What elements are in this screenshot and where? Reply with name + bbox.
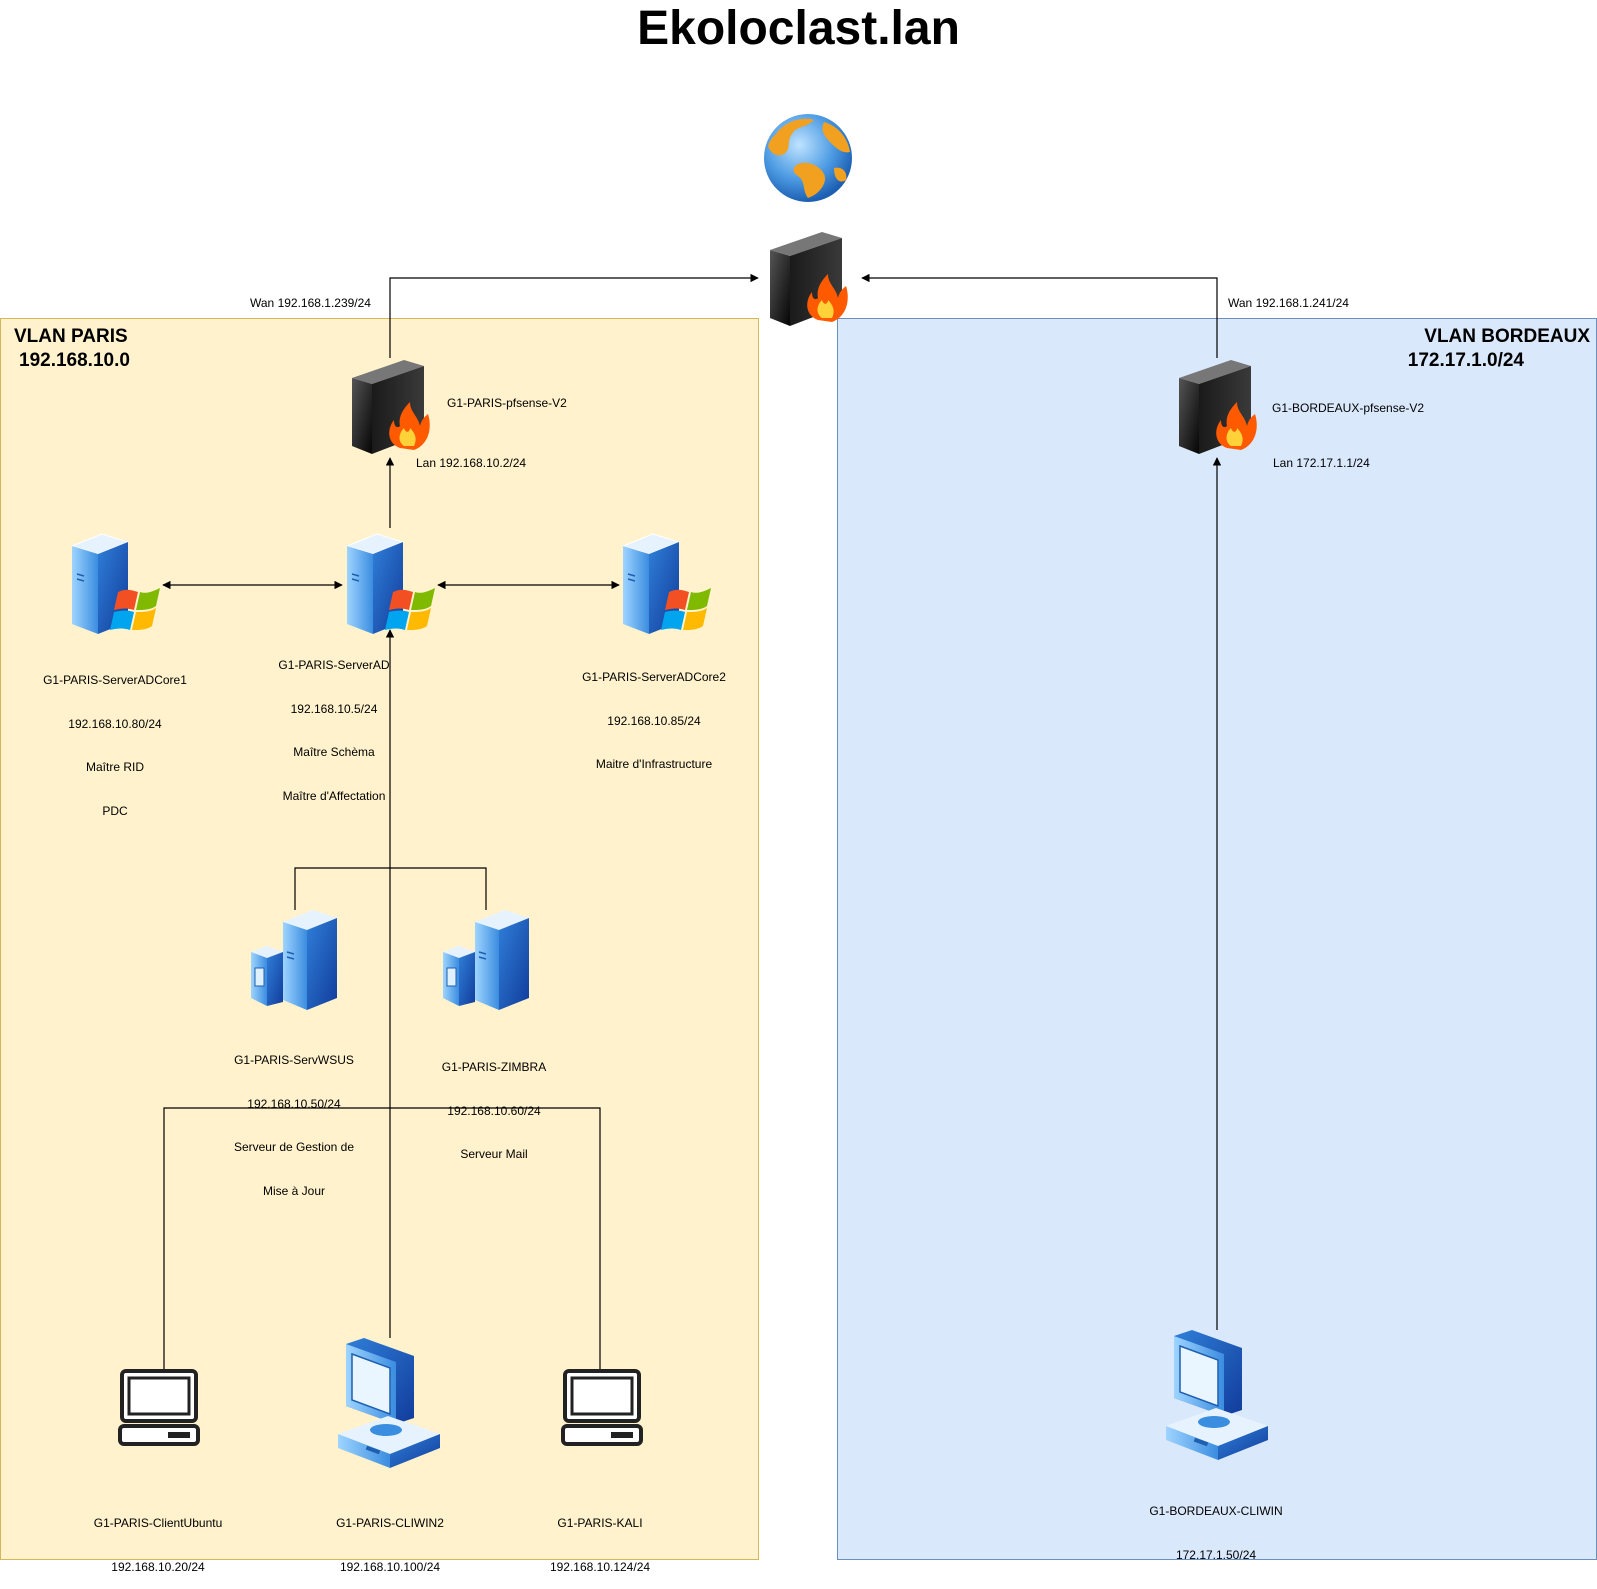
zimbra-label: G1-PARIS-ZIMBRA 192.168.10.60/24 Serveur… xyxy=(442,1031,546,1176)
vlan-bordeaux-subnet: 172.17.1.0/24 xyxy=(1407,350,1524,371)
kali-label: G1-PARIS-KALI 192.168.10.124/24 xyxy=(550,1487,650,1589)
adcore1-ip: 192.168.10.80/24 xyxy=(68,716,162,731)
kali-name: G1-PARIS-KALI xyxy=(557,1516,643,1530)
laptop-icon xyxy=(561,1369,643,1446)
serverad-name: G1-PARIS-ServerAD xyxy=(278,658,390,672)
cliwin2-name: G1-PARIS-CLIWIN2 xyxy=(336,1516,444,1530)
adcore1-role1: Maître RID xyxy=(85,760,145,774)
wsus-name: G1-PARIS-ServWSUS xyxy=(234,1053,354,1067)
windows-server-icon xyxy=(70,533,160,634)
wsus-role2: Mise à Jour xyxy=(262,1183,326,1198)
windows-server-icon xyxy=(345,533,435,634)
workstation-icon xyxy=(338,1338,440,1468)
zimbra-role1: Serveur Mail xyxy=(460,1147,528,1161)
firewall-icon xyxy=(770,232,848,326)
vlan-paris-subnet: 192.168.10.0 xyxy=(19,350,130,371)
firewall-icon xyxy=(1179,360,1257,454)
cliwin2-label: G1-PARIS-CLIWIN2 192.168.10.100/24 xyxy=(336,1487,444,1589)
link-paris-wan xyxy=(389,273,759,358)
adcore1-label: G1-PARIS-ServerADCore1 192.168.10.80/24 … xyxy=(43,644,187,833)
serverad-role1: Maître Schèma xyxy=(293,745,375,759)
adcore2-ip: 192.168.10.85/24 xyxy=(607,713,701,728)
bordeaux-cliwin-ip: 172.17.1.50/24 xyxy=(1175,1547,1257,1562)
serverad-ip: 192.168.10.5/24 xyxy=(290,701,378,716)
wsus-ip: 192.168.10.50/24 xyxy=(247,1096,341,1111)
serverad-role2: Maître d'Affectation xyxy=(282,788,386,803)
adcore1-role2: PDC xyxy=(102,803,128,818)
paris-lan-label: Lan 192.168.10.2/24 xyxy=(416,456,527,470)
laptop-icon xyxy=(118,1369,200,1446)
adcore1-name: G1-PARIS-ServerADCore1 xyxy=(43,673,187,687)
adcore2-name: G1-PARIS-ServerADCore2 xyxy=(582,670,726,684)
firewall-icon xyxy=(352,360,430,454)
server-icon xyxy=(251,910,337,1010)
kali-ip: 192.168.10.124/24 xyxy=(549,1559,651,1574)
link-ubuntu-branch xyxy=(163,1107,601,1370)
zimbra-ip: 192.168.10.60/24 xyxy=(447,1103,541,1118)
wsus-role1: Serveur de Gestion de xyxy=(233,1140,355,1154)
bordeaux-wan-label: Wan 192.168.1.241/24 xyxy=(1228,296,1349,310)
paris-pfsense-label: G1-PARIS-pfsense-V2 xyxy=(447,396,567,410)
cliwin2-ip: 192.168.10.100/24 xyxy=(339,1559,441,1574)
paris-wan-label: Wan 192.168.1.239/24 xyxy=(250,296,371,310)
bordeaux-pfsense-label: G1-BORDEAUX-pfsense-V2 xyxy=(1272,401,1425,415)
windows-server-icon xyxy=(621,533,711,634)
workstation-icon xyxy=(1166,1330,1268,1460)
vlan-bordeaux-title: VLAN BORDEAUX xyxy=(1424,326,1590,347)
wsus-label: G1-PARIS-ServWSUS 192.168.10.50/24 Serve… xyxy=(234,1024,354,1213)
ubuntu-name: G1-PARIS-ClientUbuntu xyxy=(93,1516,223,1530)
bordeaux-cliwin-name: G1-BORDEAUX-CLIWIN xyxy=(1149,1504,1283,1518)
bordeaux-lan-label: Lan 172.17.1.1/24 xyxy=(1273,456,1370,470)
serverad-label: G1-PARIS-ServerAD 192.168.10.5/24 Maître… xyxy=(278,629,389,818)
link-wsus-branch xyxy=(294,867,487,910)
ubuntu-label: G1-PARIS-ClientUbuntu 192.168.10.20/24 xyxy=(94,1487,223,1589)
bordeaux-cliwin-label: G1-BORDEAUX-CLIWIN 172.17.1.50/24 xyxy=(1149,1475,1282,1577)
ubuntu-ip: 192.168.10.20/24 xyxy=(111,1559,205,1574)
globe-icon xyxy=(764,114,852,202)
vlan-paris-title: VLAN PARIS xyxy=(14,326,128,347)
server-icon xyxy=(443,910,529,1010)
diagram-title: Ekoloclast.lan xyxy=(637,2,960,55)
adcore2-role1: Maitre d'Infrastructure xyxy=(595,757,713,771)
link-bordeaux-wan xyxy=(861,273,1218,358)
zimbra-name: G1-PARIS-ZIMBRA xyxy=(441,1060,547,1074)
adcore2-label: G1-PARIS-ServerADCore2 192.168.10.85/24 … xyxy=(582,641,726,786)
